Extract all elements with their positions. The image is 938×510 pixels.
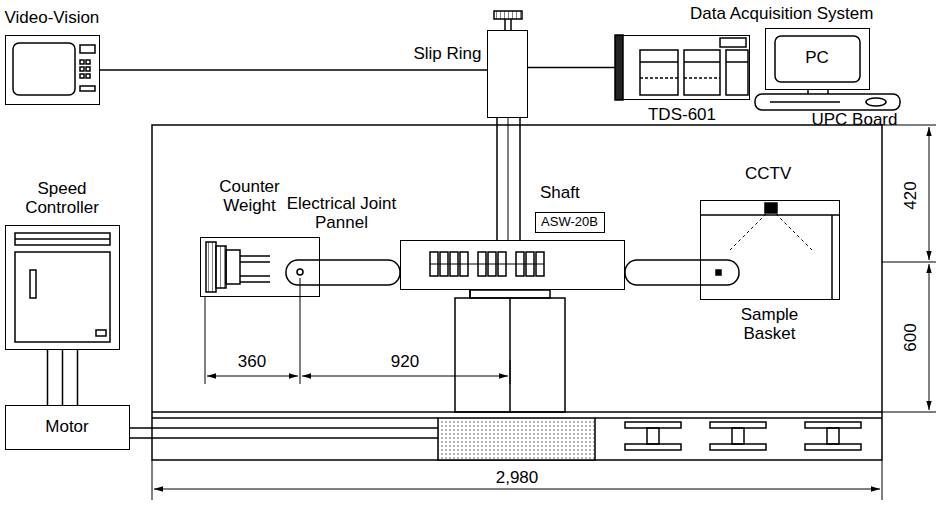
- part-name: ASW-20B: [536, 214, 603, 230]
- motor-box: Motor: [5, 405, 130, 450]
- part-name: Speed Controller: [10, 179, 115, 217]
- part-name: Sample Basket: [720, 305, 820, 343]
- speed-controller: Speed Controller: [5, 225, 120, 350]
- part-name: PC: [766, 48, 868, 67]
- signal-wire: [100, 69, 487, 71]
- dimension: 420: [901, 179, 920, 211]
- part-name: TDS-601: [625, 105, 740, 124]
- daq-unit: TDS-601: [615, 35, 750, 100]
- joint-panel: Electrical Joint Pannel: [400, 240, 625, 290]
- dimension: 600: [901, 321, 920, 353]
- group-heading: Data Acquisition System: [688, 4, 875, 23]
- sensor-box: ASW-20B: [535, 212, 605, 233]
- monitor-box: Video-Vision: [5, 35, 100, 105]
- part-name: Video-Vision: [5, 8, 135, 27]
- dimension: 2,980: [494, 468, 541, 487]
- signal-wire: [48, 350, 78, 405]
- part-name: Shaft: [538, 183, 582, 202]
- dimension: 360: [236, 352, 268, 371]
- part-name: CCTV: [743, 164, 793, 183]
- part-name: Slip Ring: [385, 44, 482, 63]
- signal-wire: [528, 67, 615, 69]
- sample-basket: Sample Basket: [700, 200, 840, 300]
- part-name: Counter Weight: [200, 177, 300, 215]
- part-caption: UPC Board: [790, 110, 920, 129]
- dimension: 920: [389, 352, 421, 371]
- slip-ring: Slip Ring: [487, 30, 528, 118]
- part-name: Motor: [6, 417, 128, 436]
- counter-weight: Counter Weight: [200, 237, 320, 297]
- part-name: Electrical Joint Pannel: [286, 194, 398, 232]
- pc-monitor: PCUPC Board: [765, 28, 870, 90]
